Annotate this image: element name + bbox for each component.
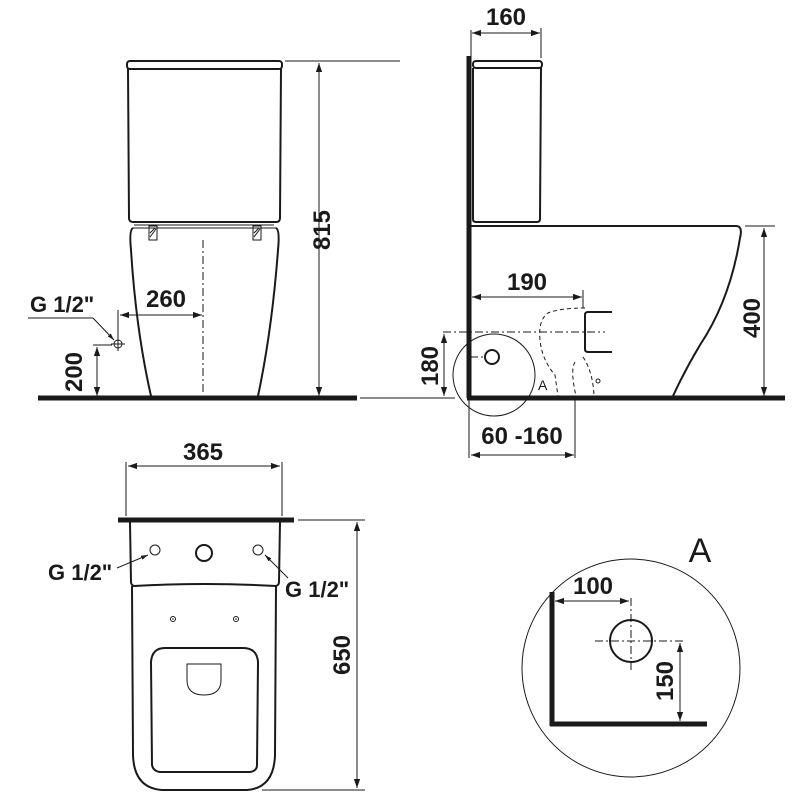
trap-outline — [539, 307, 586, 397]
dim-outlet-height: 180 — [417, 346, 444, 386]
dim-inlet-height: 200 — [61, 352, 88, 392]
seat-hinge-cover — [186, 663, 222, 696]
cistern — [126, 60, 283, 226]
label-inlet-left: G 1/2" — [48, 560, 112, 585]
cistern-top — [129, 521, 281, 588]
detail-a-view: A 100 150 — [521, 532, 741, 778]
dim-detail-vertical: 150 — [652, 661, 679, 701]
dim-wall-distance: 60 -160 — [481, 423, 562, 450]
bowl — [471, 225, 742, 397]
side-view: A 160 190 400 180 60 -160 — [360, 4, 785, 459]
cistern-lid — [472, 60, 543, 69]
dim-detail-horizontal: 100 — [573, 573, 613, 600]
detail-title: A — [689, 532, 712, 570]
dim-outlet-from-wall: 190 — [507, 269, 547, 296]
outlet-pipe — [584, 311, 612, 353]
detail-circle — [521, 558, 741, 778]
inlet-right — [252, 544, 264, 556]
inlet-hole — [484, 349, 500, 365]
dim-inlet-offset: 260 — [146, 286, 186, 313]
flush-button — [195, 544, 213, 562]
seat — [149, 647, 260, 773]
dim-cistern-depth: 160 — [486, 4, 526, 31]
label-inlet-thread: G 1/2" — [30, 292, 94, 317]
front-view: 815 260 200 G 1/2" — [28, 60, 400, 401]
dim-width: 365 — [183, 439, 223, 466]
bowl-top — [131, 585, 277, 791]
dim-total-height: 815 — [309, 210, 336, 250]
label-inlet-right: G 1/2" — [285, 577, 349, 602]
top-view: 365 650 G 1/2" G 1/2" — [48, 439, 365, 791]
dim-depth: 650 — [329, 635, 356, 675]
pedestal — [129, 227, 280, 397]
cistern — [472, 67, 542, 223]
inlet-left — [149, 544, 161, 556]
detail-circle-a — [452, 333, 536, 417]
dim-bowl-height: 400 — [739, 298, 766, 338]
detail-marker: A — [538, 377, 548, 393]
